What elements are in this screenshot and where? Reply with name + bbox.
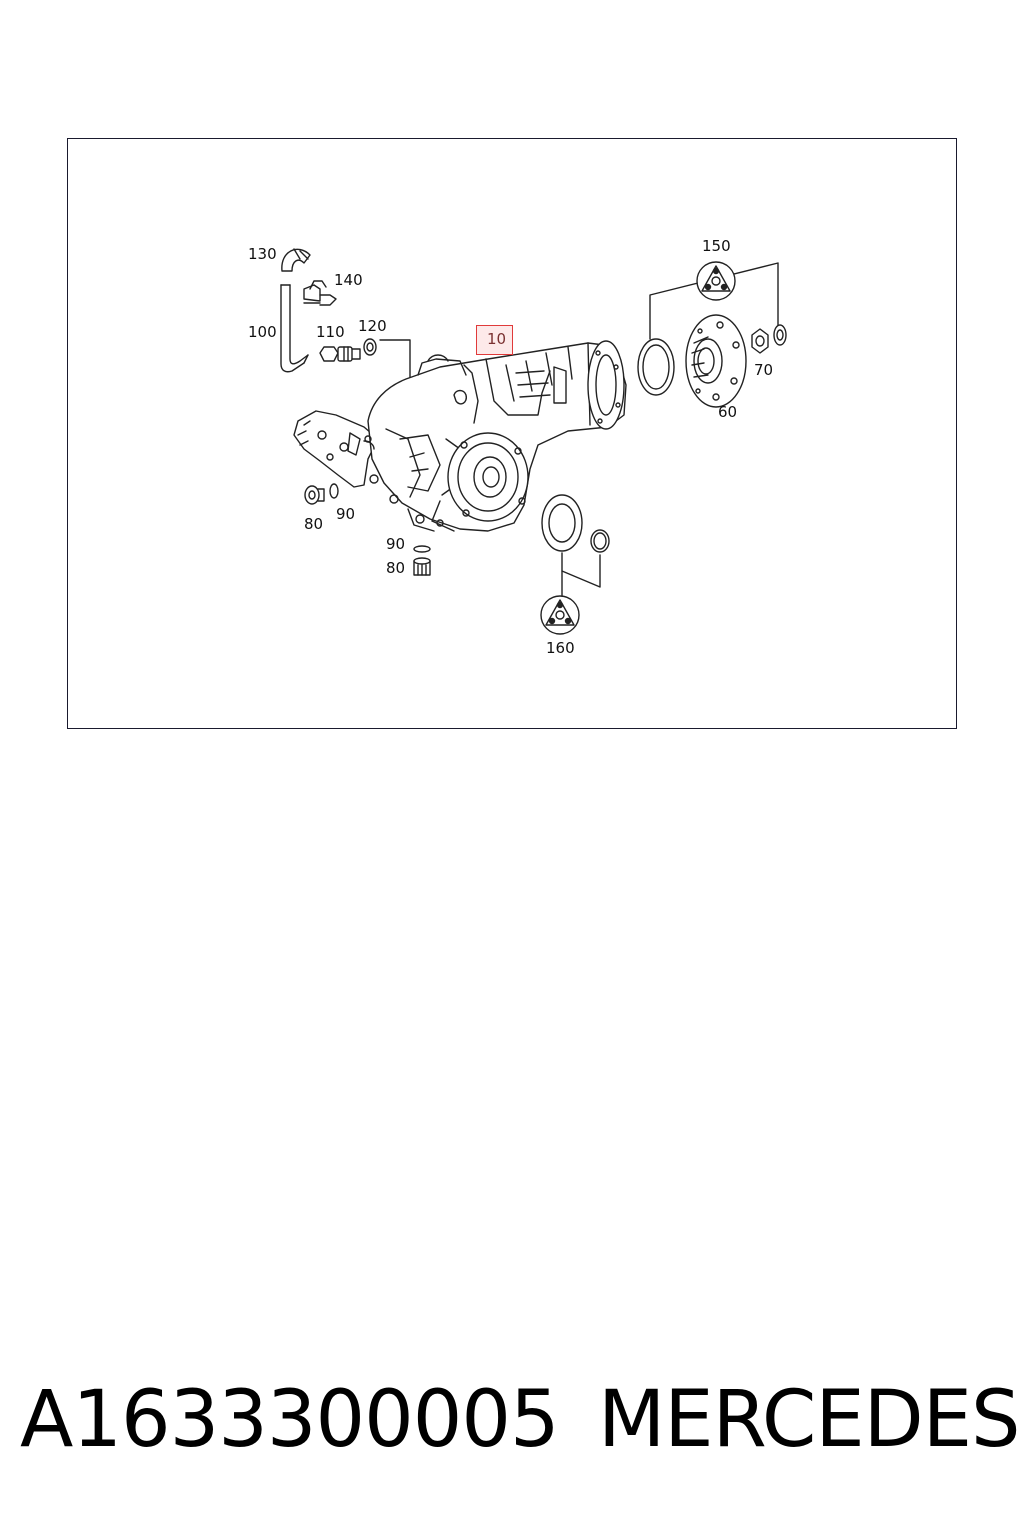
differential-housing-10 [293,340,627,532]
callout-140[interactable]: 140 [334,271,363,289]
seal-ring-120 [363,338,377,356]
callout-10-highlighted[interactable]: 10 [476,325,513,355]
leader-line-120 [379,339,411,390]
plug-80-bottom [413,557,431,576]
diagram-frame: 10 130 140 100 110 120 150 70 60 80 90 9… [67,138,957,729]
seal-ring-90-bottom [413,545,431,553]
callout-90-bottom[interactable]: 90 [386,535,406,553]
callout-100[interactable]: 100 [248,323,277,341]
callout-110[interactable]: 110 [316,323,345,341]
small-bearing-ring [590,529,610,553]
radial-seal-ring [637,338,675,396]
collar-nut-70 [751,324,787,354]
part-number: A1633300005 [20,1375,560,1465]
callout-160[interactable]: 160 [546,639,575,657]
callout-130[interactable]: 130 [248,245,277,263]
callout-90-left[interactable]: 90 [336,505,356,523]
drive-flange-60 [685,314,747,408]
leader-bracket-160 [561,552,601,588]
brand-name: MERCEDES [598,1375,1020,1465]
callout-120[interactable]: 120 [358,317,387,335]
elbow-hose-130 [281,248,311,272]
clip-140 [303,280,337,306]
callout-150[interactable]: 150 [702,237,731,255]
callout-60[interactable]: 60 [718,403,738,421]
kit-symbol-150 [696,261,736,301]
callout-80-left[interactable]: 80 [304,515,324,533]
callout-70[interactable]: 70 [754,361,774,379]
plug-110 [319,346,361,362]
part-caption: A1633300005 MERCEDES [20,1370,1020,1470]
seal-ring-90-left [329,483,339,499]
differential-exploded-view [280,248,787,635]
kit-symbol-160 [540,595,580,635]
shaft-seal-ring [541,494,583,552]
plug-80-left [304,485,325,505]
vent-pipe-100 [280,284,309,373]
callout-80-bottom[interactable]: 80 [386,559,406,577]
